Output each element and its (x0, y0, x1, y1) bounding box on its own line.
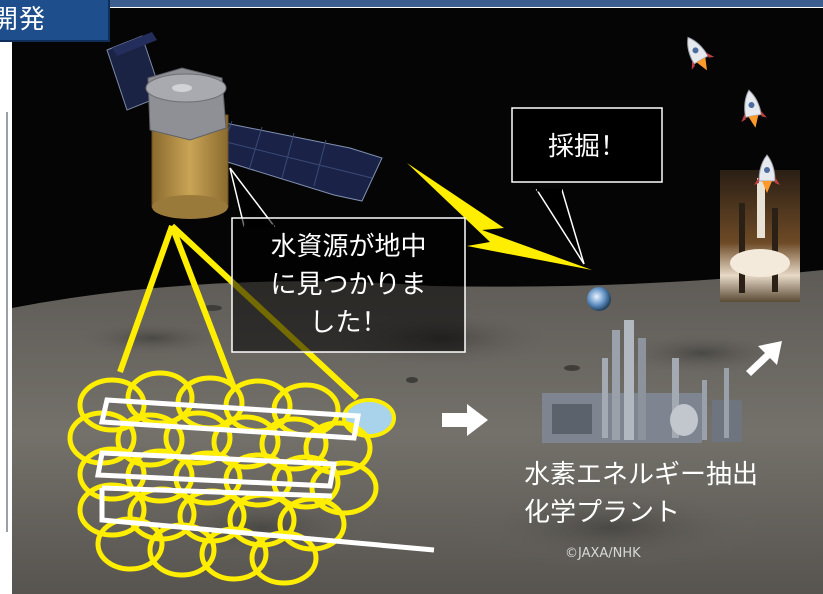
satellite-icon (106, 32, 383, 219)
bubble-orbit-line-1: 水資源が地中 (270, 232, 427, 262)
bubble-dig-box (511, 107, 663, 183)
scan-path (95, 397, 435, 553)
bubble-orbit-text: 水資源が地中 に見つかりま した！ (232, 228, 465, 342)
plant-label: 水素エネルギー抽出 化学プラント (524, 456, 758, 532)
rocket-icon (754, 154, 780, 193)
arrow-up-right-icon (746, 341, 782, 376)
bubble-orbit-box (231, 217, 466, 353)
title-tab: 開発 (0, 0, 110, 42)
lunar-scene: 水資源が地中 に見つかりま した！ 採掘！ 水素エネルギー抽出 化学プラント ©… (12, 8, 823, 594)
bubble-dig-text: 採掘！ (547, 132, 626, 162)
top-header-bar (108, 0, 823, 7)
plant-label-line-1: 水素エネルギー抽出 (524, 460, 759, 490)
lightning-icon (407, 163, 592, 270)
bubble-orbit-line-2: に見つかりま (270, 270, 427, 300)
launch-photo (720, 170, 800, 302)
title-tab-text: 開発 (0, 5, 47, 35)
plant-label-line-2: 化学プラント (524, 498, 681, 528)
image-credit: ©JAXA/NHK (565, 546, 641, 561)
rocket-icon (741, 89, 767, 128)
scene-illustration (12, 32, 823, 594)
left-divider (6, 112, 8, 532)
arrow-right-icon (442, 404, 488, 436)
earth-icon (587, 287, 611, 311)
rocket-icon (687, 36, 715, 71)
bubble-orbit-line-3: した！ (309, 308, 388, 338)
chemical-plant-icon (542, 320, 742, 443)
